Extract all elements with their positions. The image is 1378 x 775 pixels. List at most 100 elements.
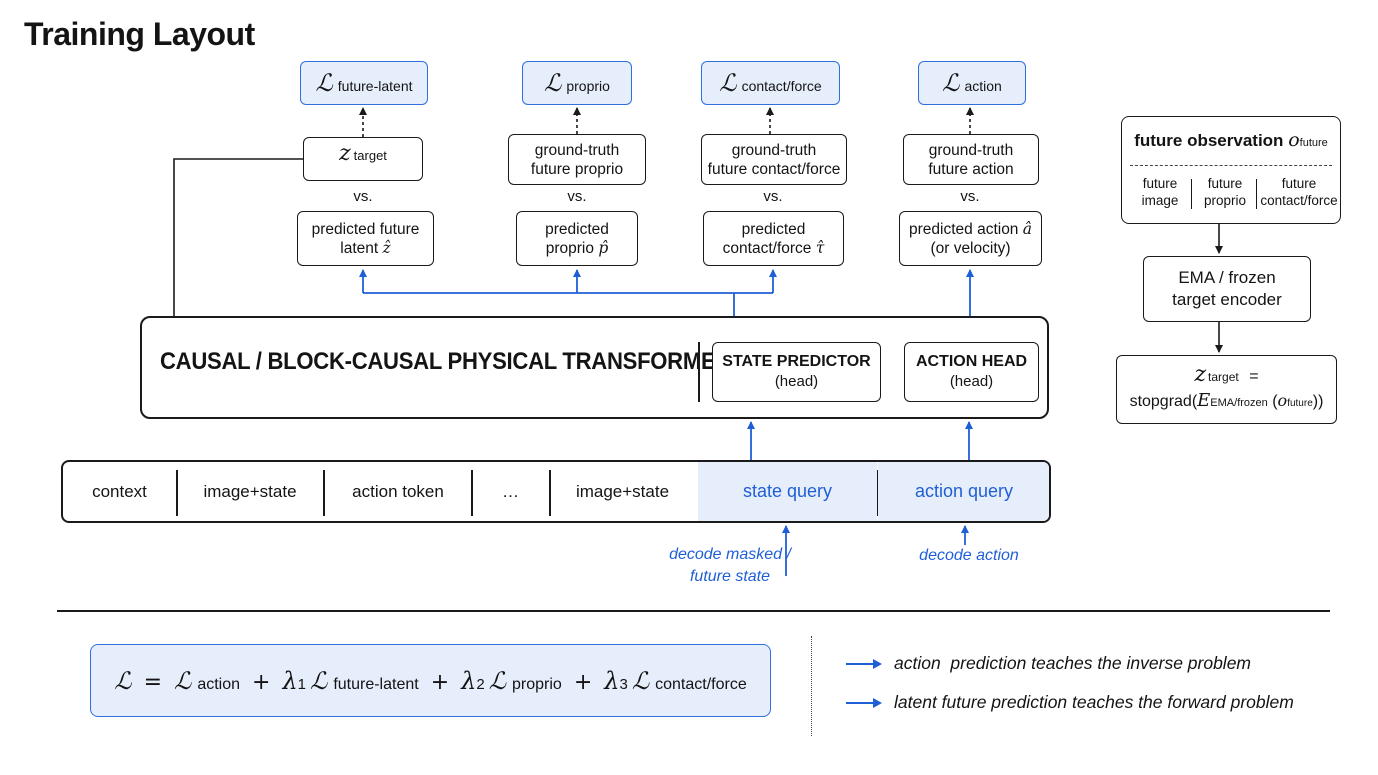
action-head: ACTION HEAD (head)	[904, 342, 1039, 402]
prediction-contact-box: predicted contact/force τ̂	[703, 211, 844, 266]
e-subscript: EMA/frozen	[1210, 397, 1268, 409]
lambda-symbol: λ	[604, 667, 620, 695]
head-title: ACTION HEAD	[915, 353, 1028, 370]
o-subscript: future	[1287, 398, 1313, 409]
target-line-2: future action	[928, 160, 1014, 178]
lambda-index: 1	[297, 676, 307, 693]
legend-text: latent future prediction teaches the for…	[894, 692, 1294, 712]
term-symbol: ℒ	[488, 667, 506, 695]
token-state-query: state query	[698, 462, 877, 521]
decode-state-note: decode masked / future state	[660, 544, 800, 588]
token-divider	[471, 470, 473, 516]
target-line-1: ground-truth	[928, 141, 1014, 159]
transformer-block: CAUSAL / BLOCK-CAUSAL PHYSICAL TRANSFORM…	[140, 316, 1049, 419]
head-subtitle: (head)	[774, 373, 819, 390]
o-subscript: future	[1299, 137, 1328, 149]
transformer-label: CAUSAL / BLOCK-CAUSAL PHYSICAL TRANSFORM…	[160, 348, 732, 375]
paren-close: ))	[1312, 393, 1324, 410]
vs-label-latent: vs.	[353, 188, 373, 205]
term-subscript: contact/force	[655, 676, 747, 693]
prediction-proprio-box: predicted proprio p̂	[516, 211, 638, 266]
cell-line: proprio	[1203, 193, 1247, 208]
equals-sign: =	[1249, 368, 1259, 385]
obs-cell-contact: future contact/force	[1260, 175, 1338, 209]
loss-symbol: ℒ	[315, 69, 333, 97]
o-symbol: o	[1288, 129, 1300, 151]
prediction-line-2: (or velocity)	[930, 239, 1011, 257]
legend-forward: latent future prediction teaches the for…	[846, 692, 1294, 713]
paren-open: (	[1267, 393, 1278, 410]
prediction-text: contact/force	[722, 239, 812, 257]
a-hat-symbol: â	[1022, 219, 1032, 238]
lambda-symbol: λ	[461, 667, 477, 695]
formula-plus: +	[252, 670, 271, 695]
loss-symbol: ℒ	[544, 69, 562, 97]
loss-subscript: action	[964, 78, 1002, 94]
obs-divider	[1256, 179, 1258, 209]
section-divider	[57, 610, 1330, 612]
vs-label-contact: vs.	[763, 188, 783, 205]
encoder-line-1: EMA / frozen	[1178, 268, 1276, 287]
decode-action-note: decode action	[919, 547, 1019, 564]
z-subscript: target	[1208, 370, 1239, 384]
blue-arrow-icon	[846, 658, 882, 669]
term-subscript: future-latent	[333, 676, 419, 693]
tau-hat-symbol: τ̂	[815, 238, 825, 257]
z-hat-symbol: ẑ	[382, 238, 391, 257]
vs-label-proprio: vs.	[567, 188, 587, 205]
head-title: STATE PREDICTOR	[722, 353, 871, 370]
term-subscript: action	[197, 676, 241, 693]
target-line-1: ground-truth	[534, 141, 620, 159]
token-divider	[176, 470, 178, 516]
transformer-divider	[698, 342, 700, 402]
loss-contact-force: ℒ contact/force	[701, 61, 840, 105]
loss-proprio: ℒ proprio	[522, 61, 632, 105]
loss-symbol: ℒ	[719, 69, 737, 97]
token-divider	[549, 470, 551, 516]
lambda-index: 3	[619, 676, 628, 693]
prediction-text: latent	[340, 239, 379, 257]
target-latent-box: z target	[303, 137, 423, 181]
token-context: context	[92, 482, 147, 501]
observation-title-text: future observation	[1134, 131, 1284, 150]
stopgrad-line-2: stopgrad(EEMA/frozen (ofuture))	[1130, 389, 1324, 416]
lambda-symbol: λ	[282, 667, 298, 695]
target-contact-box: ground-truth future contact/force	[701, 134, 847, 185]
formula-plus: +	[573, 670, 593, 695]
target-action-box: ground-truth future action	[903, 134, 1039, 185]
term-symbol: ℒ	[631, 667, 650, 695]
z-symbol: z	[1194, 362, 1207, 387]
target-line-2: future proprio	[530, 160, 624, 178]
legend-inverse: action prediction teaches the inverse pr…	[846, 653, 1251, 674]
prediction-line-1: predicted future	[311, 220, 420, 238]
loss-subscript: future-latent	[337, 78, 413, 94]
token-divider	[323, 470, 325, 516]
p-hat-symbol: p̂	[598, 238, 609, 257]
state-predictor-head: STATE PREDICTOR (head)	[712, 342, 881, 402]
cell-line: future	[1142, 176, 1178, 191]
obs-cell-proprio: future proprio	[1196, 175, 1254, 209]
prediction-action-box: predicted action â (or velocity)	[899, 211, 1042, 266]
target-line-2: future contact/force	[707, 160, 841, 178]
token-ellipsis: …	[502, 482, 519, 501]
loss-future-latent: ℒ future-latent	[300, 61, 428, 105]
prediction-line-2: proprio p̂	[546, 239, 609, 258]
formula-lhs: ℒ	[114, 667, 132, 695]
formula-equals: =	[143, 670, 163, 695]
prediction-latent-box: predicted future latent ẑ	[297, 211, 434, 266]
note-line-1: decode masked /	[669, 546, 791, 563]
target-line-1: ground-truth	[731, 141, 817, 159]
cell-line: future	[1281, 176, 1317, 191]
term-symbol: ℒ	[310, 667, 328, 695]
cell-line: future	[1207, 176, 1243, 191]
cell-line: contact/force	[1260, 193, 1338, 208]
vs-label-action: vs.	[960, 188, 980, 205]
head-subtitle: (head)	[949, 373, 994, 390]
prediction-line-1: predicted action â	[909, 220, 1032, 239]
prediction-text: predicted action	[909, 220, 1019, 238]
encoder-line-2: target encoder	[1172, 290, 1282, 309]
